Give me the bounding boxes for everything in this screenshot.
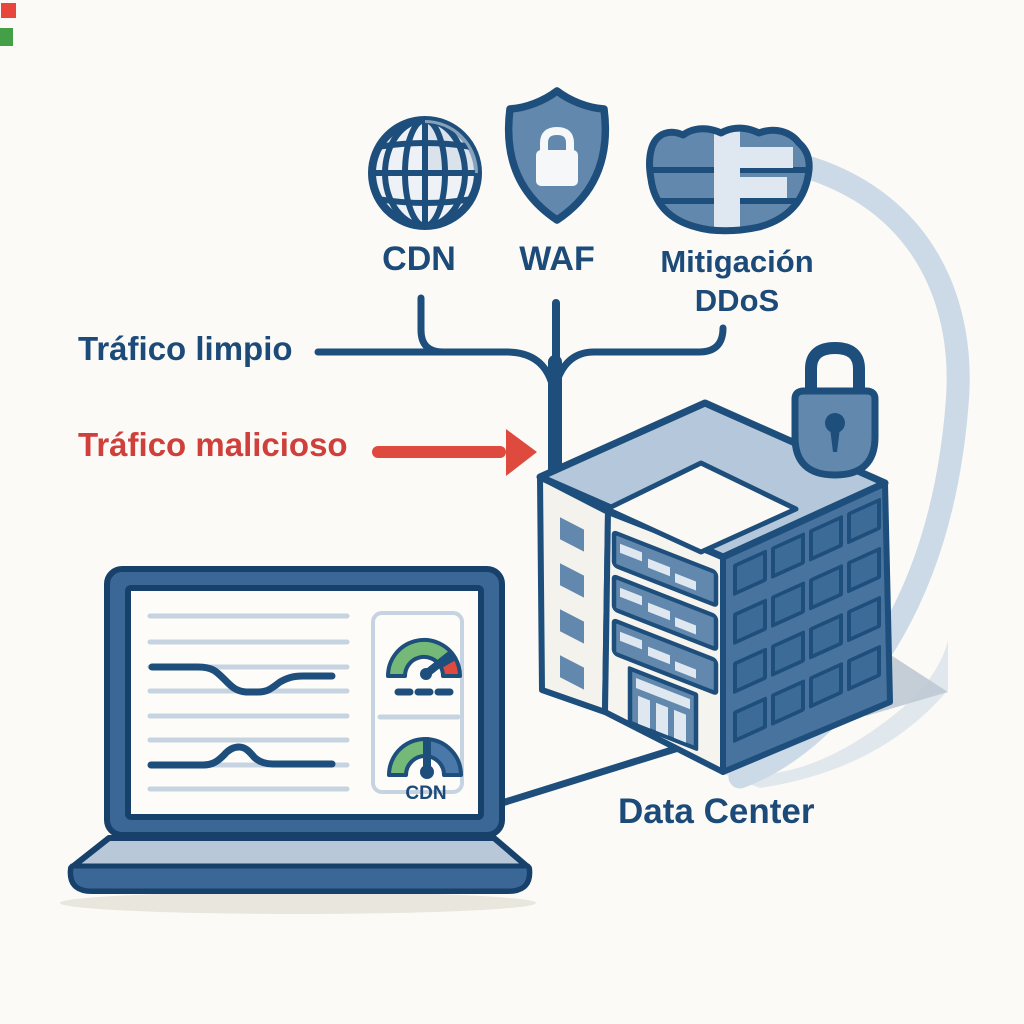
laptop <box>67 566 533 894</box>
laptop-base-front <box>68 863 532 894</box>
speed-gauge-icon <box>386 638 463 680</box>
cdn-gauge-icon <box>386 737 464 779</box>
shield-lock-icon <box>504 87 610 224</box>
traffic-curve-bump <box>147 743 336 769</box>
building-roof-notch <box>604 460 799 555</box>
firewall-icon <box>646 124 813 235</box>
waf-label: WAF <box>519 240 595 278</box>
building-side-windows <box>560 517 584 690</box>
ddos-branch-line <box>553 324 727 385</box>
traffic-lines <box>314 294 727 494</box>
malicious-traffic-label: Tráfico malicioso <box>78 426 348 463</box>
malicious-arrow <box>372 429 537 476</box>
corner-red-artifact <box>1 3 16 18</box>
laptop-gauge-label: CDN <box>405 783 447 804</box>
data-center-building <box>536 342 893 775</box>
corner-green-artifact <box>0 28 13 46</box>
clean-traffic-label: Tráfico limpio <box>78 330 293 367</box>
ddos-label-line1: Mitigación <box>660 244 814 279</box>
clean-traffic-line <box>314 348 555 385</box>
cdn-label: CDN <box>382 240 456 278</box>
building-racks <box>611 530 719 751</box>
dashboard-side-panel <box>371 611 464 794</box>
cdn-branch-line <box>417 294 447 356</box>
ddos-mitigation-label: Mitigación DDoS <box>637 242 837 320</box>
laptop-connector-line <box>498 736 708 807</box>
traffic-curve-dip <box>148 663 336 696</box>
building-windows <box>733 498 881 743</box>
padlock-icon <box>791 342 879 479</box>
ddos-label-line2: DDoS <box>694 283 780 319</box>
data-center-label: Data Center <box>618 792 815 831</box>
globe-icon <box>368 116 482 230</box>
laptop-shadow <box>60 892 536 914</box>
